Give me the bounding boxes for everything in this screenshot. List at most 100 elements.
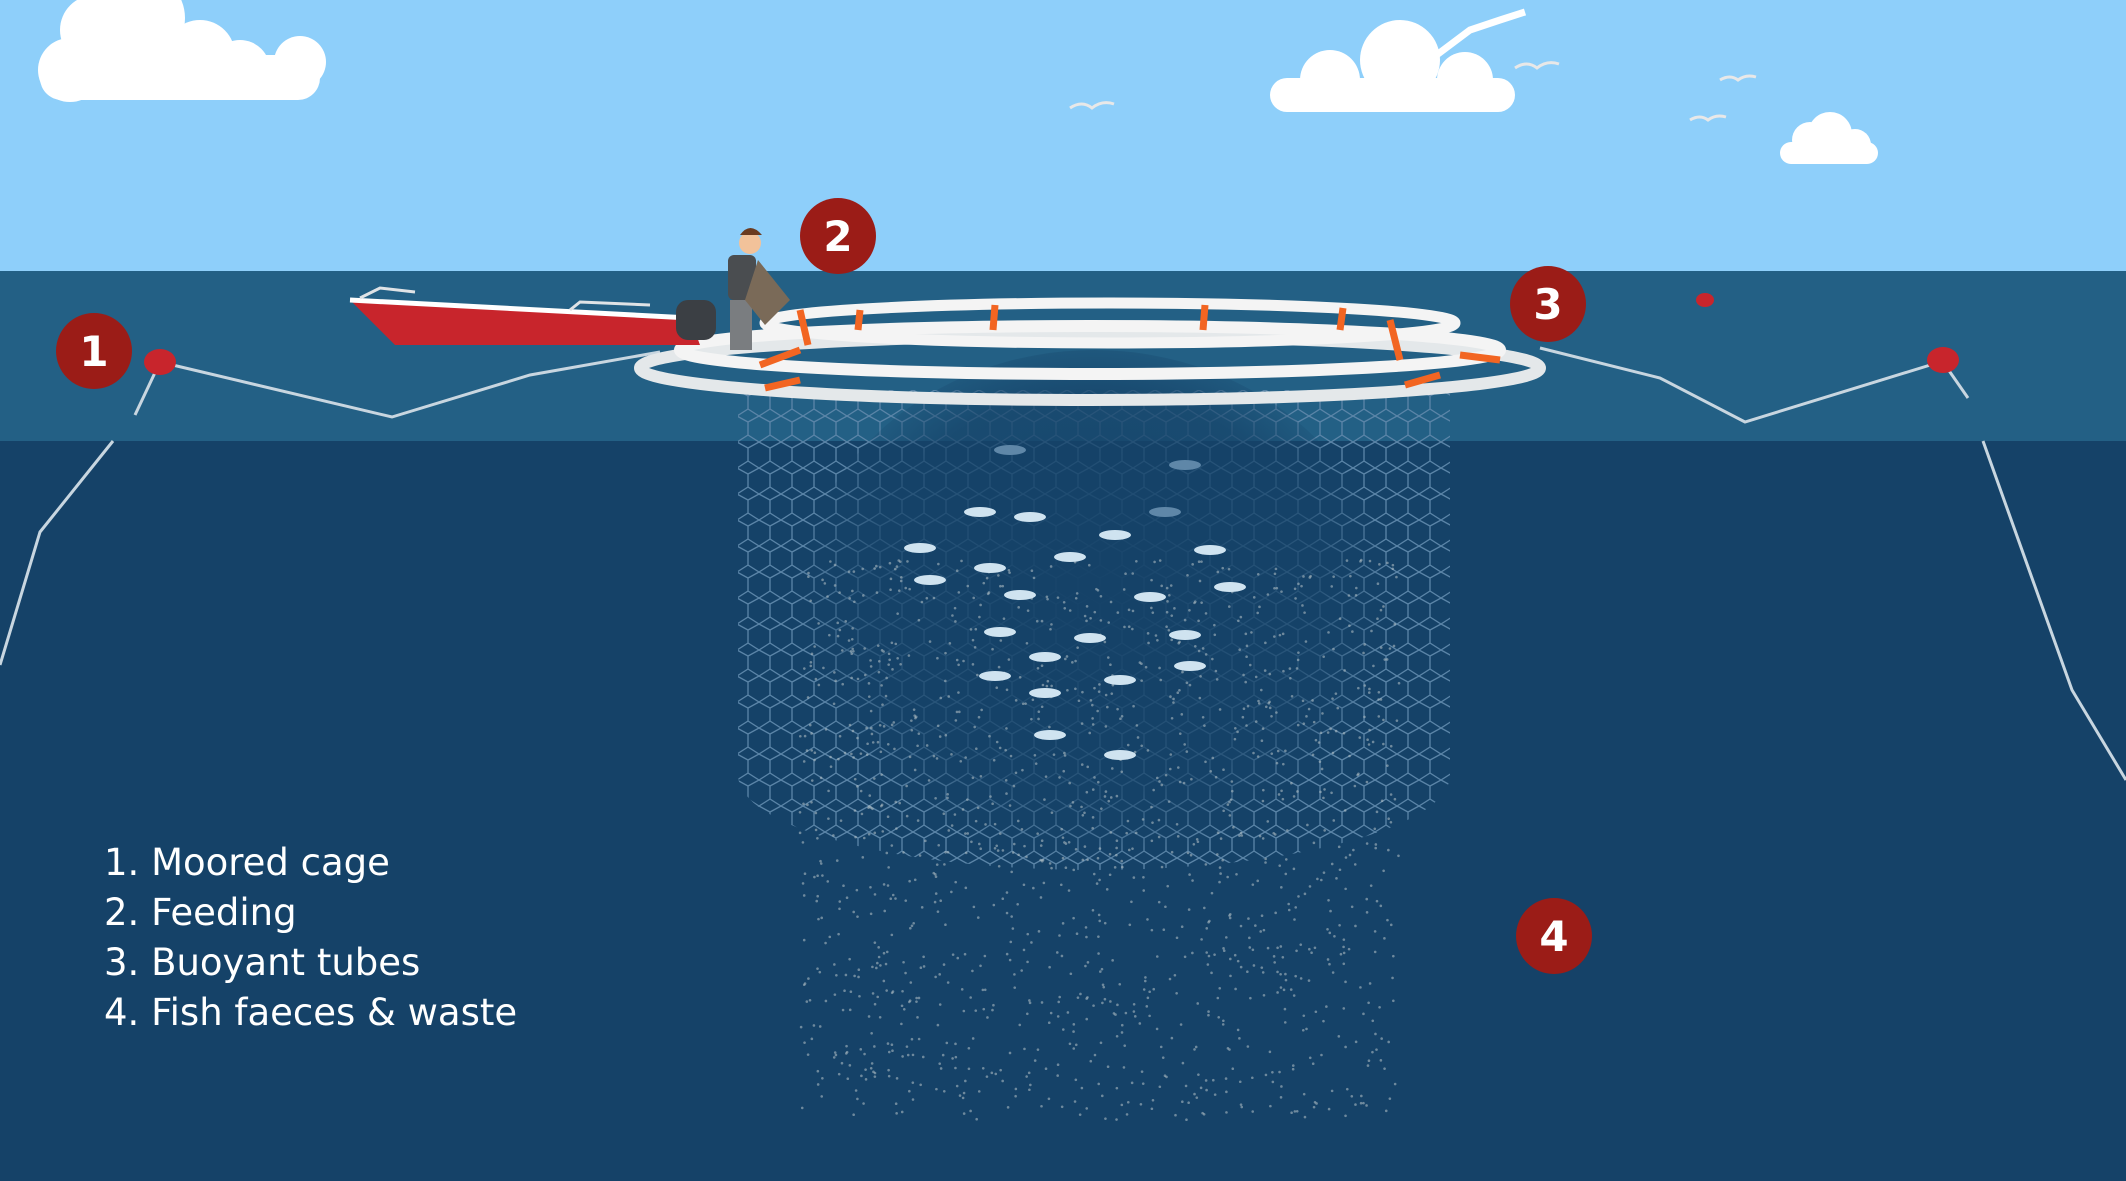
waste-particle (1284, 749, 1287, 753)
waste-particle (1148, 990, 1151, 994)
waste-particle (1124, 1011, 1128, 1015)
waste-particle (854, 835, 857, 839)
waste-particle (1344, 1114, 1347, 1118)
waste-particle (1122, 588, 1126, 591)
waste-particle (1147, 641, 1150, 645)
waste-particle (1373, 827, 1377, 831)
waste-particle (951, 953, 955, 956)
waste-particle (1067, 889, 1071, 892)
waste-particle (1326, 731, 1330, 734)
waste-particle (1188, 683, 1192, 687)
waste-particle (1064, 866, 1068, 870)
waste-particle (1109, 796, 1113, 799)
fish (1104, 750, 1136, 760)
waste-particle (856, 1097, 859, 1101)
waste-particle (860, 1074, 863, 1078)
waste-particle (904, 971, 907, 975)
waste-particle (1372, 664, 1375, 668)
waste-particle (1353, 784, 1357, 788)
waste-particle (1103, 640, 1107, 644)
waste-particle (1359, 1101, 1363, 1105)
waste-particle (799, 1025, 803, 1029)
waste-particle (1183, 743, 1186, 746)
waste-particle (1014, 1087, 1018, 1091)
waste-particle (833, 993, 837, 996)
waste-particle (1164, 905, 1167, 909)
waste-particle (850, 752, 853, 756)
waste-particle (902, 851, 905, 854)
waste-particle (1163, 1074, 1167, 1078)
waste-particle (1097, 690, 1101, 693)
waste-particle (1204, 863, 1208, 866)
waste-particle (891, 1049, 894, 1053)
waste-particle (1193, 1048, 1196, 1051)
waste-particle (810, 732, 813, 735)
waste-particle (1387, 817, 1390, 821)
waste-particle (806, 696, 810, 699)
waste-particle (1323, 829, 1326, 832)
waste-particle (1245, 724, 1248, 727)
waste-particle (1379, 904, 1383, 908)
waste-particle (1159, 678, 1163, 682)
waste-particle (1272, 955, 1276, 958)
waste-particle (1354, 924, 1357, 928)
waste-particle (1264, 857, 1267, 861)
waste-particle (1012, 842, 1016, 846)
waste-particle (1344, 887, 1347, 891)
waste-particle (1344, 980, 1347, 984)
waste-particle (1393, 1082, 1397, 1086)
waste-particle (1296, 658, 1300, 662)
waste-particle (1150, 839, 1154, 843)
waste-particle (1191, 563, 1194, 566)
waste-particle (886, 884, 890, 887)
waste-particle (1075, 932, 1079, 936)
waste-particle (1197, 1073, 1200, 1076)
waste-particle (1200, 560, 1203, 563)
waste-particle (840, 1061, 844, 1065)
waste-particle (1180, 925, 1184, 929)
waste-particle (1236, 730, 1239, 734)
waste-particle (1387, 1040, 1390, 1044)
waste-particle (1332, 819, 1336, 822)
waste-particle (1366, 1064, 1370, 1067)
waste-particle (1010, 870, 1013, 874)
waste-particle (870, 1031, 873, 1035)
waste-particle (1086, 765, 1090, 769)
waste-particle (1126, 819, 1130, 823)
waste-particle (1161, 1056, 1165, 1059)
waste-particle (1186, 574, 1189, 577)
waste-particle (1166, 884, 1170, 888)
waste-particle (1368, 687, 1371, 691)
waste-particle (887, 663, 890, 666)
waste-particle (1261, 837, 1265, 840)
waste-particle (934, 796, 937, 800)
waste-particle (1386, 764, 1389, 767)
waste-particle (1221, 858, 1224, 862)
waste-particle (852, 649, 855, 653)
waste-particle (889, 897, 893, 900)
waste-particle (833, 963, 836, 966)
waste-particle (810, 749, 814, 752)
waste-particle (1176, 691, 1180, 695)
waste-particle (895, 1077, 899, 1080)
waste-particle (1338, 868, 1342, 872)
waste-particle (816, 1083, 820, 1086)
waste-particle (921, 1055, 925, 1059)
waste-particle (1293, 918, 1296, 921)
waste-particle (975, 747, 978, 750)
waste-particle (1160, 865, 1164, 869)
waste-particle (1232, 826, 1235, 829)
waste-particle (1135, 560, 1138, 563)
waste-particle (1167, 628, 1171, 632)
waste-particle (1188, 608, 1191, 612)
waste-particle (1327, 1107, 1331, 1111)
waste-particle (1067, 840, 1071, 844)
waste-particle (849, 990, 853, 994)
waste-particle (1150, 578, 1153, 582)
waste-particle (1275, 586, 1279, 590)
waste-particle (1376, 617, 1379, 621)
waste-particle (808, 723, 812, 727)
waste-particle (887, 1068, 890, 1072)
waste-particle (1268, 700, 1271, 704)
waste-particle (979, 603, 982, 607)
